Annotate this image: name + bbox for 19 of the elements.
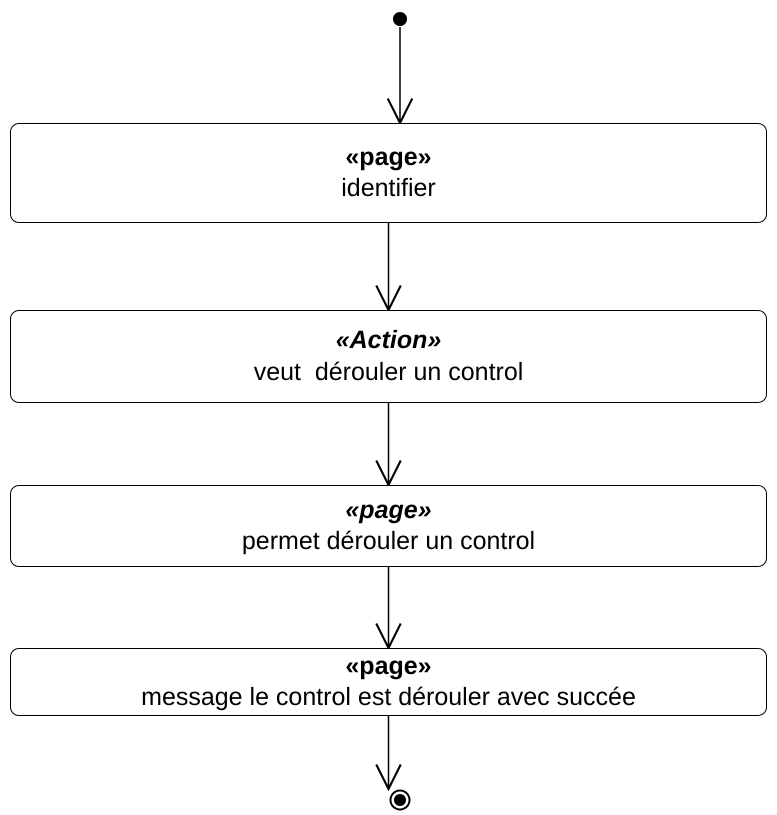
initial-node bbox=[392, 11, 408, 27]
stereotype-label: «Action» bbox=[336, 325, 442, 356]
final-node bbox=[389, 789, 411, 811]
arrow bbox=[375, 403, 402, 486]
arrow bbox=[386, 27, 414, 124]
action-label: permet dérouler un control bbox=[242, 526, 536, 557]
action-label: message le control est dérouler avec succée bbox=[141, 682, 636, 713]
arrow bbox=[375, 716, 402, 790]
arrow bbox=[375, 223, 402, 312]
action-box bbox=[10, 123, 767, 223]
action-box bbox=[10, 648, 767, 716]
action-label: veut dérouler un control bbox=[254, 356, 524, 388]
stereotype-label: «page» bbox=[345, 494, 432, 526]
action-box bbox=[10, 310, 767, 403]
stereotype-label: «page» bbox=[345, 650, 432, 682]
stereotype-label: «page» bbox=[345, 142, 432, 173]
action-label: identifier bbox=[341, 173, 436, 204]
arrow bbox=[375, 567, 402, 650]
action-box bbox=[10, 485, 767, 567]
